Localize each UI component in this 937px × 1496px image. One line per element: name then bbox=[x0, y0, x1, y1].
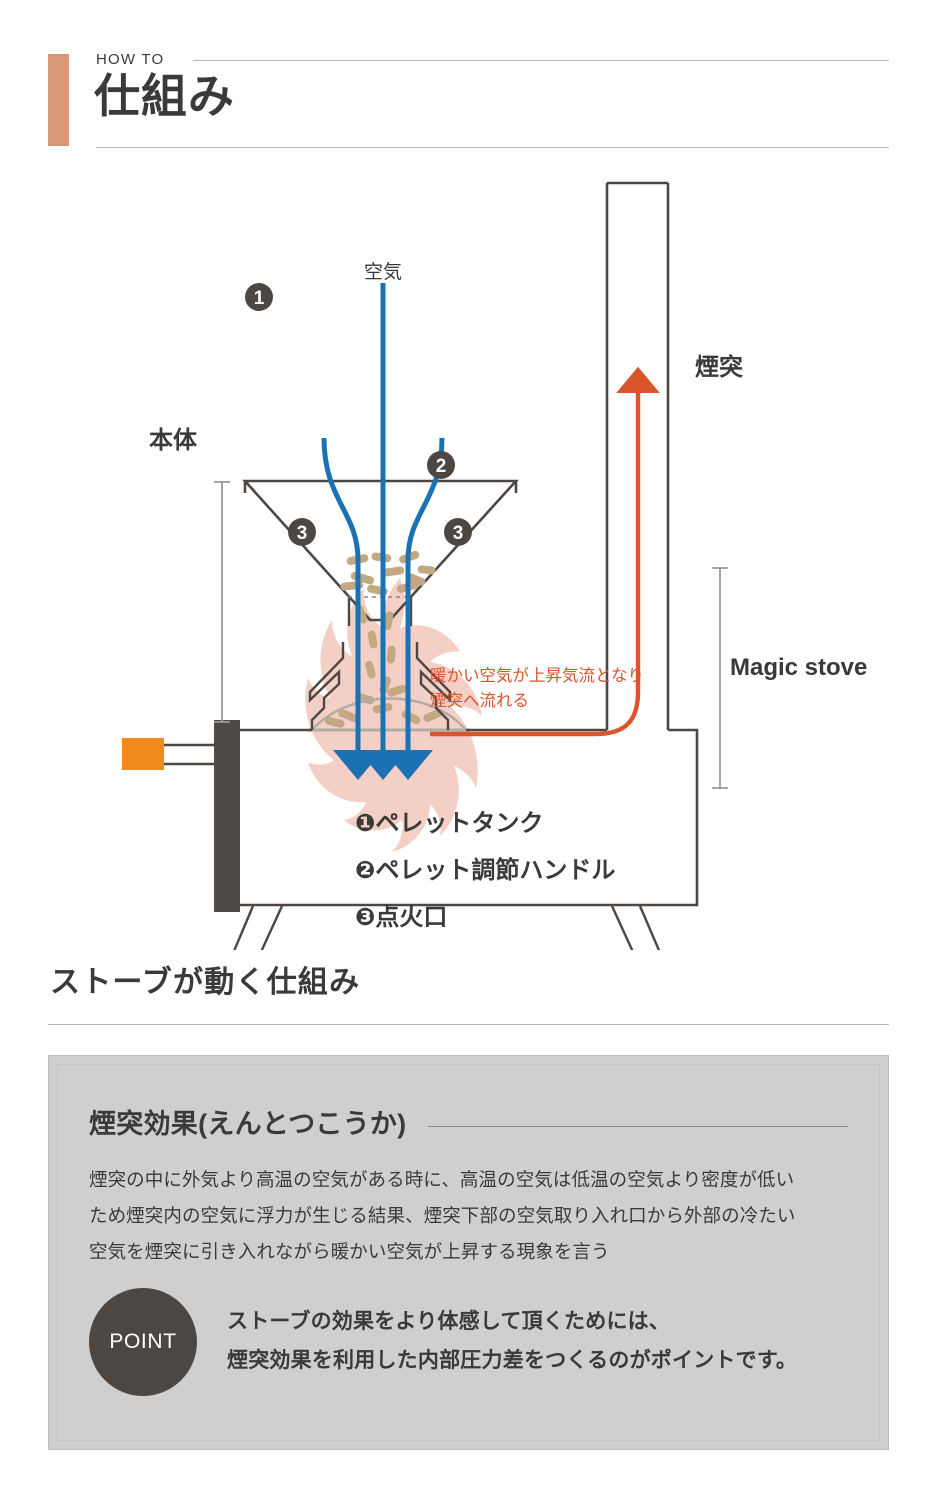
air-label: 空気 bbox=[364, 261, 402, 283]
panel-body-line-3: 空気を煙突に引き入れながら暖かい空気が上昇する現象を言う bbox=[89, 1241, 610, 1263]
panel-body-line-1: 煙突の中に外気より高温の空気がある時に、高温の空気は低温の空気より密度が低い bbox=[89, 1169, 795, 1190]
header-bottom-rule bbox=[96, 147, 889, 148]
point-text: ストーブの効果をより体感して頂くためには、 煙突効果を利用した内部圧力差をつくる… bbox=[227, 1303, 797, 1381]
updraft-note-line1: 暖かい空気が上昇気流となり bbox=[430, 666, 644, 685]
dimension-magic-stove bbox=[712, 567, 728, 789]
callout-marker-1: 1 bbox=[245, 283, 273, 311]
updraft-arrow bbox=[430, 366, 660, 737]
ignition-port-left bbox=[308, 642, 345, 730]
panel-heading-rule bbox=[428, 1125, 848, 1127]
svg-text:3: 3 bbox=[297, 523, 308, 544]
callout-marker-2: 2 bbox=[427, 451, 455, 479]
section-heading-rule bbox=[48, 1024, 889, 1025]
header-top-rule bbox=[193, 60, 889, 61]
ignition-port-right bbox=[415, 642, 452, 730]
header-accent-bar bbox=[48, 54, 69, 146]
door-handle[interactable] bbox=[122, 738, 222, 770]
flame-graphic bbox=[305, 578, 482, 852]
panel-heading-row: 煙突効果(えんとつこうか) bbox=[89, 1104, 848, 1144]
callout-marker-3-right: 3 bbox=[444, 518, 472, 546]
stove-door-panel bbox=[214, 720, 240, 912]
page-title: 仕組み bbox=[94, 70, 235, 122]
product-label: Magic stove bbox=[730, 654, 867, 681]
legend-item-1: ❶ペレットタンク bbox=[355, 810, 543, 837]
updraft-note-line2: 煙突へ流れる bbox=[430, 691, 529, 710]
chimney-label: 煙突 bbox=[695, 353, 743, 381]
point-line-1: ストーブの効果をより体感して頂くためには、 bbox=[227, 1310, 671, 1334]
header-kicker: HOW TO bbox=[96, 51, 165, 68]
svg-text:2: 2 bbox=[436, 456, 447, 477]
legend-item-2: ❷ペレット調節ハンドル bbox=[355, 856, 615, 884]
panel-body-line-2: ため煙突内の空気に浮力が生じる結果、煙突下部の空気取り入れ口から外部の冷たい bbox=[89, 1205, 796, 1227]
svg-text:3: 3 bbox=[453, 523, 464, 544]
diagram-legend: ❶ペレットタンク ❷ペレット調節ハンドル ❸点火口 bbox=[355, 810, 615, 931]
panel-heading: 煙突効果(えんとつこうか) bbox=[89, 1108, 407, 1139]
section-heading: ストーブが動く仕組み bbox=[50, 966, 361, 999]
svg-text:1: 1 bbox=[254, 288, 265, 309]
body-label: 本体 bbox=[149, 427, 198, 454]
chimney-outline bbox=[605, 181, 670, 730]
panel-body-text: 煙突の中に外気より高温の空気がある時に、高温の空気は低温の空気より密度が低い た… bbox=[89, 1162, 849, 1270]
chimney-effect-panel: 煙突効果(えんとつこうか) 煙突の中に外気より高温の空気がある時に、高温の空気は… bbox=[48, 1055, 889, 1450]
dimension-body bbox=[214, 481, 230, 723]
panel-inner-border bbox=[57, 1064, 880, 1441]
legend-item-3: ❸点火口 bbox=[355, 904, 447, 931]
stove-diagram: 1 2 3 3 空気 本体 煙突 Magic stove 暖かい空気が上昇気流と… bbox=[0, 160, 937, 950]
point-line-2: 煙突効果を利用した内部圧力差をつくるのがポイントです。 bbox=[227, 1349, 798, 1372]
hopper-neck bbox=[347, 596, 413, 626]
callout-marker-3-left: 3 bbox=[288, 518, 316, 546]
burner-grate bbox=[311, 697, 467, 731]
point-badge: POINT bbox=[89, 1288, 197, 1396]
page-header: HOW TO 仕組み bbox=[48, 48, 889, 148]
point-callout: POINT ストーブの効果をより体感して頂くためには、 煙突効果を利用した内部圧… bbox=[89, 1288, 858, 1396]
